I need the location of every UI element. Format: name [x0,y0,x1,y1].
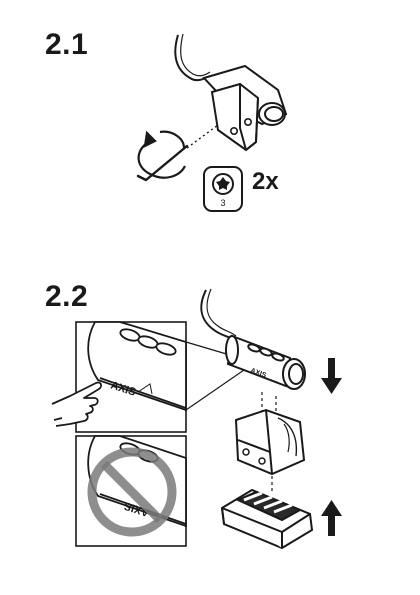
arrow-down-icon [321,358,342,394]
camera-holder [236,410,304,474]
arrow-up-icon [321,500,342,536]
camera-cylinder [226,336,305,389]
mounting-plate [222,490,312,548]
